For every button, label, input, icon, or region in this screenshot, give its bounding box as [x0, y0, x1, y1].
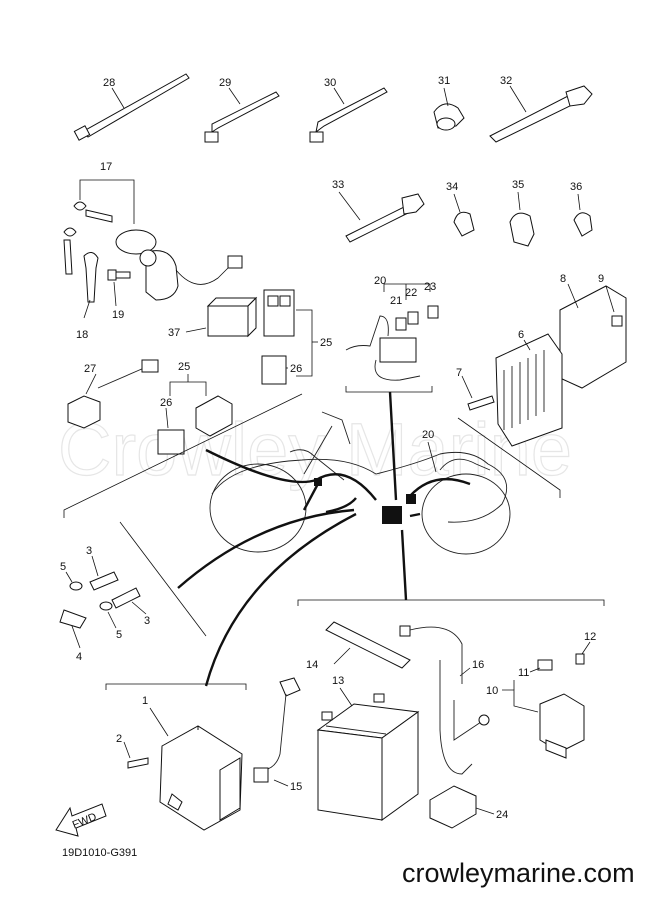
callout-28: 28: [103, 77, 115, 89]
part-3-sensor-upper: [89, 555, 119, 591]
part-1-igniter-unit: [149, 707, 243, 831]
motorcycle-outline: [209, 411, 511, 555]
callout-25-upper: 25: [320, 337, 332, 349]
part-12-bolt: [575, 641, 591, 665]
callout-34: 34: [446, 181, 458, 193]
callout-32: 32: [500, 75, 512, 87]
part-25-26-lower-fuse-box: [157, 374, 233, 455]
part-16-battery-lead: [399, 625, 490, 775]
callout-36: 36: [570, 181, 582, 193]
callout-16: 16: [472, 659, 484, 671]
part-18-key: [83, 252, 99, 319]
part-15-battery-lead: [253, 677, 301, 787]
callout-5-lower: 5: [116, 629, 122, 641]
lower-right-frame: [297, 599, 605, 606]
callout-20-upper: 20: [374, 275, 386, 287]
part-29-cable-tie: [204, 87, 280, 143]
part-20-fuse-assembly: [345, 283, 439, 381]
upper-section-frame: [63, 393, 561, 518]
part-26-fuse-cover: [261, 355, 288, 385]
callout-24: 24: [496, 809, 508, 821]
callout-26-upper: 26: [290, 363, 302, 375]
left-lower-frame: [119, 521, 207, 637]
fwd-label: FWD: [71, 811, 99, 832]
callout-1: 1: [142, 695, 148, 707]
callout-37: 37: [168, 327, 180, 339]
diagram-code: 19D1010-G391: [62, 847, 137, 859]
callout-3-upper: 3: [86, 545, 92, 557]
part-33-cable-tie-clip: [338, 191, 425, 243]
part-7-bolt: [461, 375, 495, 411]
part-5-washer-lower: [99, 601, 117, 629]
callout-10: 10: [486, 685, 498, 697]
callout-12: 12: [584, 631, 596, 643]
part-35-clamp: [509, 191, 535, 247]
callout-9: 9: [598, 273, 604, 285]
detail-frame-fuses: [345, 386, 433, 393]
callout-5-upper: 5: [60, 561, 66, 573]
callout-25-lower: 25: [178, 361, 190, 373]
callout-23: 23: [424, 281, 436, 293]
callout-3-lower: 3: [144, 615, 150, 627]
part-11-fuse: [529, 659, 553, 673]
callout-18: 18: [76, 329, 88, 341]
part-14-battery-band: [325, 621, 411, 669]
callout-8: 8: [560, 273, 566, 285]
callout-35: 35: [512, 179, 524, 191]
site-name: crowleymarine.com: [402, 858, 635, 888]
callout-20-main: 20: [422, 429, 434, 441]
callout-4: 4: [76, 651, 82, 663]
part-30-cable-tie: [309, 87, 388, 143]
watermark: Crowley Marine: [58, 408, 572, 491]
callout-29: 29: [219, 77, 231, 89]
callout-6: 6: [518, 329, 524, 341]
callout-21: 21: [390, 295, 402, 307]
part-17-main-switch-assembly: [63, 179, 243, 301]
pointer-lines: [177, 391, 408, 687]
lower-left-frame: [105, 683, 247, 690]
callout-14: 14: [306, 659, 318, 671]
callout-13: 13: [332, 675, 344, 687]
part-13-battery: [316, 687, 420, 821]
callout-2: 2: [116, 733, 122, 745]
part-10-starter-relay: [502, 680, 585, 759]
callout-30: 30: [324, 77, 336, 89]
fwd-arrow-icon: FWD: [55, 803, 107, 837]
part-24-cover: [429, 785, 495, 829]
part-34-clamp: [453, 193, 475, 237]
part-2-bolt: [123, 741, 149, 769]
callout-22: 22: [405, 287, 417, 299]
callout-11: 11: [518, 667, 529, 679]
callout-26-lower: 26: [160, 397, 172, 409]
callout-7: 7: [456, 367, 462, 379]
part-25-fuse-box: [263, 289, 318, 377]
part-5-washer-upper: [65, 571, 83, 591]
part-28-cable-tie: [73, 73, 190, 141]
callout-19: 19: [112, 309, 124, 321]
callout-17: 17: [100, 161, 112, 173]
part-36-clamp: [573, 193, 593, 237]
callout-27: 27: [84, 363, 96, 375]
part-37-relay: [185, 296, 258, 338]
part-6-rectifier-regulator: [495, 333, 563, 447]
part-3-sensor-lower: [111, 587, 147, 615]
part-19-bolt: [107, 269, 131, 307]
part-4-bracket: [59, 609, 87, 649]
part-31-clamp: [433, 87, 465, 131]
part-9-nut: [605, 285, 623, 327]
part-8-bracket: [559, 283, 627, 389]
callout-31: 31: [438, 75, 450, 87]
callout-33: 33: [332, 179, 344, 191]
part-27-connector: [67, 359, 159, 429]
part-32-cable-tie-clip: [489, 85, 593, 143]
callout-15: 15: [290, 781, 302, 793]
